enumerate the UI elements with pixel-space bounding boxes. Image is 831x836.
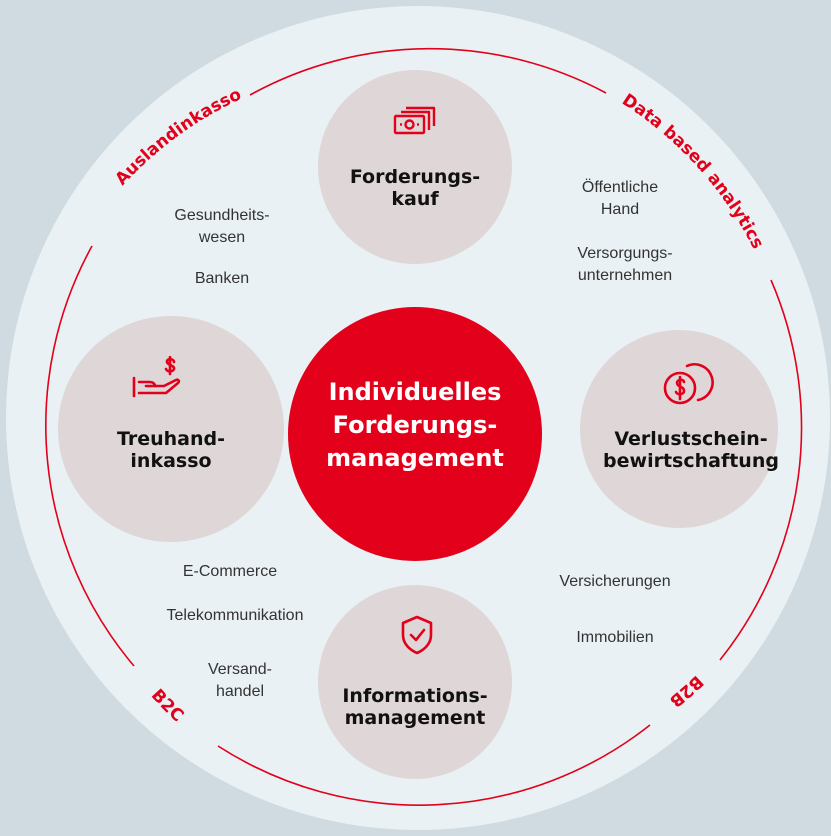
hand-dollar-icon — [132, 356, 181, 398]
ring-label-auslandinkasso: Auslandinkasso — [111, 85, 244, 190]
segment-immobilien: Immobilien — [576, 629, 654, 646]
ring-arc-left — [45, 245, 135, 667]
node-forderungskauf — [318, 70, 512, 264]
label-verlustschein: Verlustschein- bewirtschaftung — [603, 428, 779, 472]
label-treuhandinkasso: Treuhand- inkasso — [116, 428, 226, 472]
segment-gesundheitswesen: Gesundheits- wesen — [174, 207, 270, 246]
segment-versicherungen: Versicherungen — [559, 573, 671, 590]
segment-telekommunikation: Telekommunikation — [166, 607, 304, 624]
ring-arc-right — [719, 279, 803, 661]
center-title: Individuelles Forderungs- management — [326, 378, 504, 472]
segment-versorgungsunternehmen: Versorgungs- unternehmen — [577, 245, 673, 284]
ring-label-data-analytics: Data based analytics — [618, 90, 767, 252]
center-node — [288, 307, 542, 561]
ring-arc-bottom — [217, 724, 651, 806]
node-treuhandinkasso — [58, 316, 284, 542]
segment-banken: Banken — [194, 270, 250, 287]
coins-dollar-icon — [663, 363, 714, 405]
node-verlustschein — [580, 330, 778, 528]
ring-label-b2b: B2B — [665, 671, 707, 711]
segment-oeffentliche-hand: Öffentliche Hand — [581, 179, 659, 218]
label-forderungskauf: Forderungs- kauf — [349, 166, 481, 210]
money-stack-icon — [393, 106, 436, 135]
segment-versandhandel: Versand- handel — [207, 661, 273, 700]
ring-arc-top — [249, 47, 607, 96]
shield-check-icon — [401, 615, 433, 655]
label-informationsmanagement: Informations- management — [342, 685, 488, 729]
segment-ecommerce: E-Commerce — [182, 563, 278, 580]
